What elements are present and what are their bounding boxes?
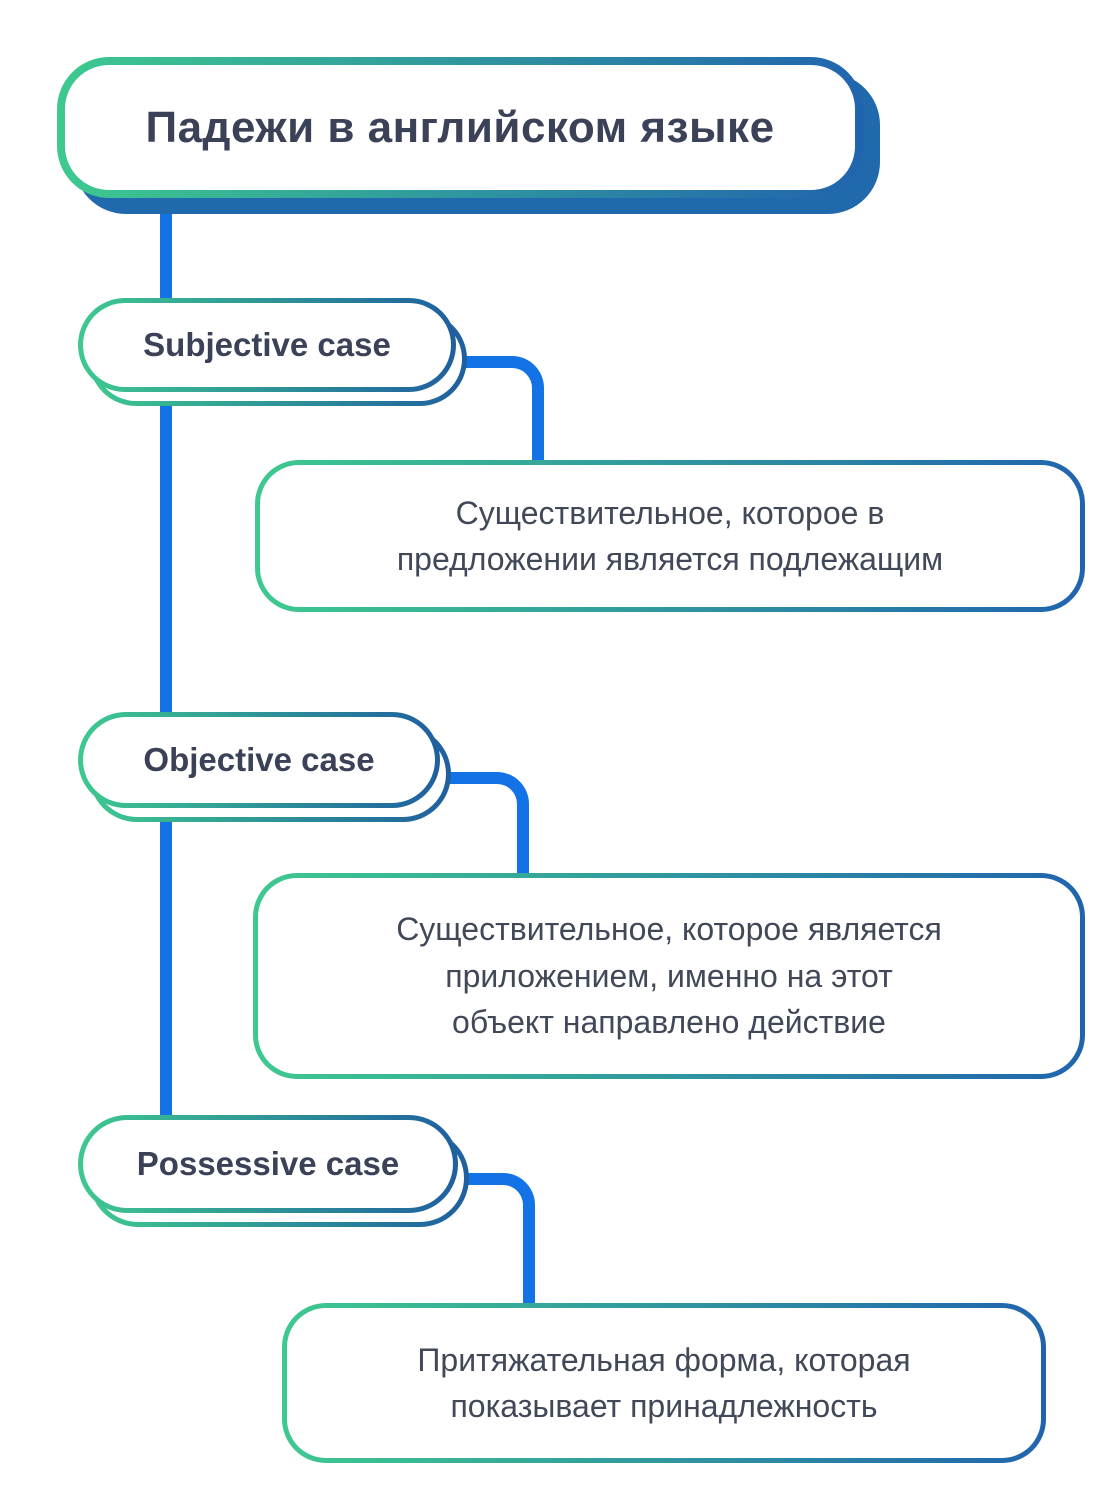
title-card: Падежи в английском языке (57, 57, 863, 198)
connector-objective-to-description (425, 772, 529, 894)
description-line: Существительное, которое является (396, 911, 942, 948)
possessive-case-label: Possessive case (136, 1145, 400, 1182)
possessive-case-description-card: Притяжательная форма, которая показывает… (282, 1303, 1046, 1463)
description-line: объект направлено действие (452, 1004, 886, 1041)
possessive-case-pill: Possessive case (78, 1115, 458, 1213)
objective-case-description-card: Существительное, которое является прилож… (253, 873, 1085, 1079)
objective-case-label: Objective case (143, 741, 375, 778)
description-line: Притяжательная форма, которая (417, 1341, 911, 1378)
subjective-case-label: Subjective case (143, 326, 391, 363)
description-line: предложении является подлежащим (396, 541, 944, 577)
objective-case-pill: Objective case (78, 712, 440, 808)
description-line: Существительное, которое в (455, 494, 885, 531)
trunk-connector-line (160, 188, 172, 1133)
description-line: приложением, именно на этот (445, 957, 893, 994)
description-line: показывает принадлежность (450, 1388, 878, 1424)
subjective-case-pill: Subjective case (78, 298, 456, 392)
subjective-case-description-card: Существительное, которое в предложении я… (255, 460, 1085, 612)
page-title: Падежи в английском языке (145, 102, 775, 152)
